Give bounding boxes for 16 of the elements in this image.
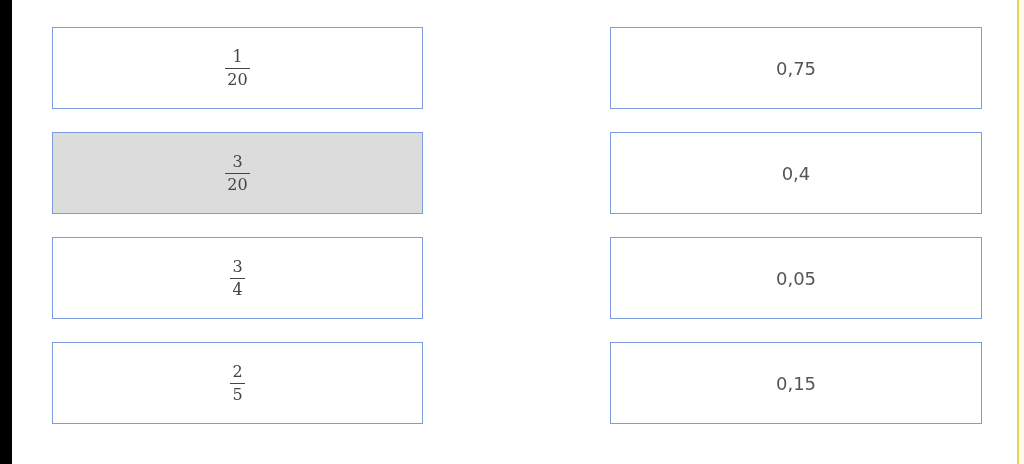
decimal-number: 0,15 bbox=[775, 372, 817, 394]
decimal-number: 0,4 bbox=[781, 162, 811, 184]
fraction: 3 4 bbox=[230, 258, 245, 298]
fraction: 1 20 bbox=[225, 48, 250, 88]
answer-card bbox=[610, 132, 982, 214]
answer-card bbox=[52, 132, 423, 214]
answer-card bbox=[52, 342, 423, 424]
fraction: 3 20 bbox=[225, 153, 250, 193]
answer-card bbox=[52, 27, 423, 109]
decimal-number: 0,75 bbox=[775, 57, 817, 79]
fraction: 2 5 bbox=[230, 363, 245, 403]
answer-card bbox=[610, 342, 982, 424]
decimal-number: 0,05 bbox=[775, 267, 817, 289]
answer-card bbox=[610, 237, 982, 319]
answer-card bbox=[610, 27, 982, 109]
answer-card bbox=[52, 237, 423, 319]
